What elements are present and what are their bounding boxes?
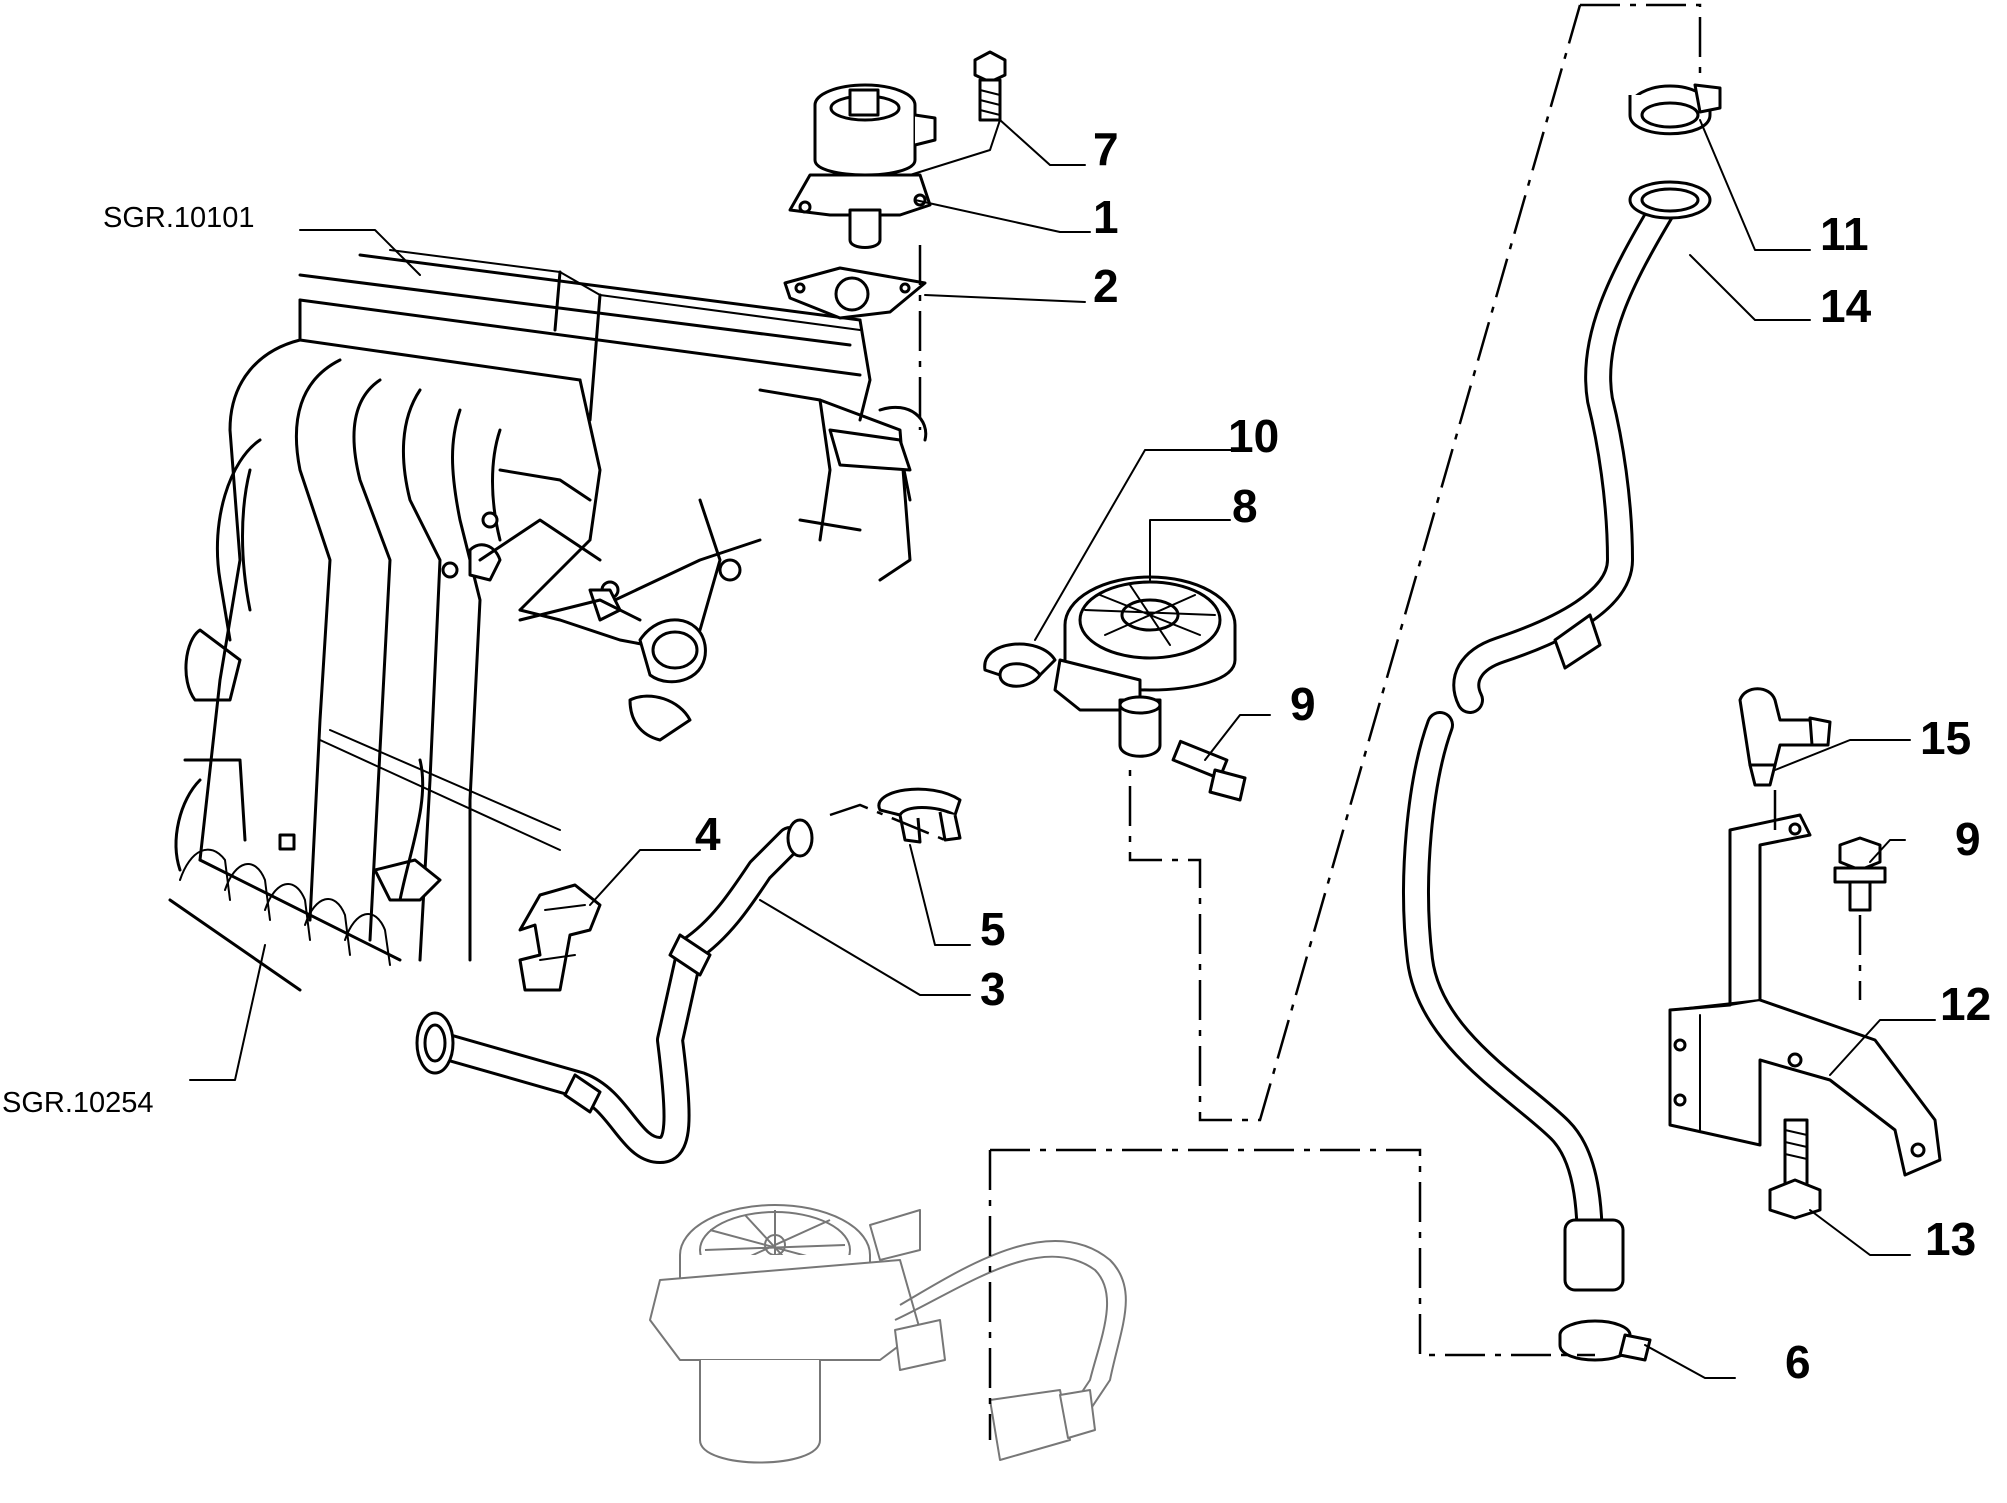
bolt-part-7 (973, 50, 1007, 122)
clip-part-5 (877, 787, 962, 844)
callout-8: 8 (1232, 480, 1258, 532)
sensor-part-15 (1738, 687, 1832, 787)
bolt-part-9-lower (1833, 836, 1887, 912)
engine-block-drawing (168, 249, 928, 992)
clip-part-10 (983, 642, 1057, 688)
callout-15: 15 (1920, 712, 1971, 764)
clamp-part-6 (1558, 1319, 1652, 1362)
callout-9-upper: 9 (1290, 678, 1316, 730)
gasket-part-2 (783, 266, 927, 320)
hose-part-14 (1402, 180, 1712, 1292)
ref-label-top: SGR.10101 (103, 202, 255, 234)
callout-13: 13 (1925, 1213, 1976, 1265)
ref-label-bottom: SGR.10254 (2, 1087, 154, 1119)
air-pump-drawing (649, 1204, 1127, 1464)
callout-5: 5 (980, 903, 1006, 955)
callout-14: 14 (1820, 280, 1872, 332)
assembly-lines (829, 3, 1862, 1440)
callout-12: 12 (1940, 978, 1991, 1030)
check-valve-part-8 (1053, 575, 1237, 758)
callout-11: 11 (1820, 208, 1869, 260)
callout-3: 3 (980, 963, 1006, 1015)
bolt-part-13 (1768, 1118, 1822, 1220)
bolt-part-9-upper (1171, 739, 1247, 802)
bracket-part-4 (518, 883, 602, 992)
callout-6: 6 (1785, 1336, 1811, 1388)
clamp-part-11 (1628, 83, 1722, 136)
callout-10: 10 (1228, 410, 1279, 462)
callout-labels: SGR.10101 SGR.10254 7 1 2 10 8 9 4 5 3 1… (2, 123, 1991, 1388)
air-valve-part-1 (788, 83, 937, 249)
callout-2: 2 (1093, 260, 1119, 312)
callout-1: 1 (1093, 191, 1119, 243)
pipe-part-3 (415, 818, 814, 1164)
callout-4: 4 (695, 808, 721, 860)
bracket-part-12 (1668, 813, 1942, 1177)
callout-9-lower: 9 (1955, 813, 1981, 865)
leader-lines (189, 119, 1936, 1379)
callout-7: 7 (1093, 123, 1119, 175)
